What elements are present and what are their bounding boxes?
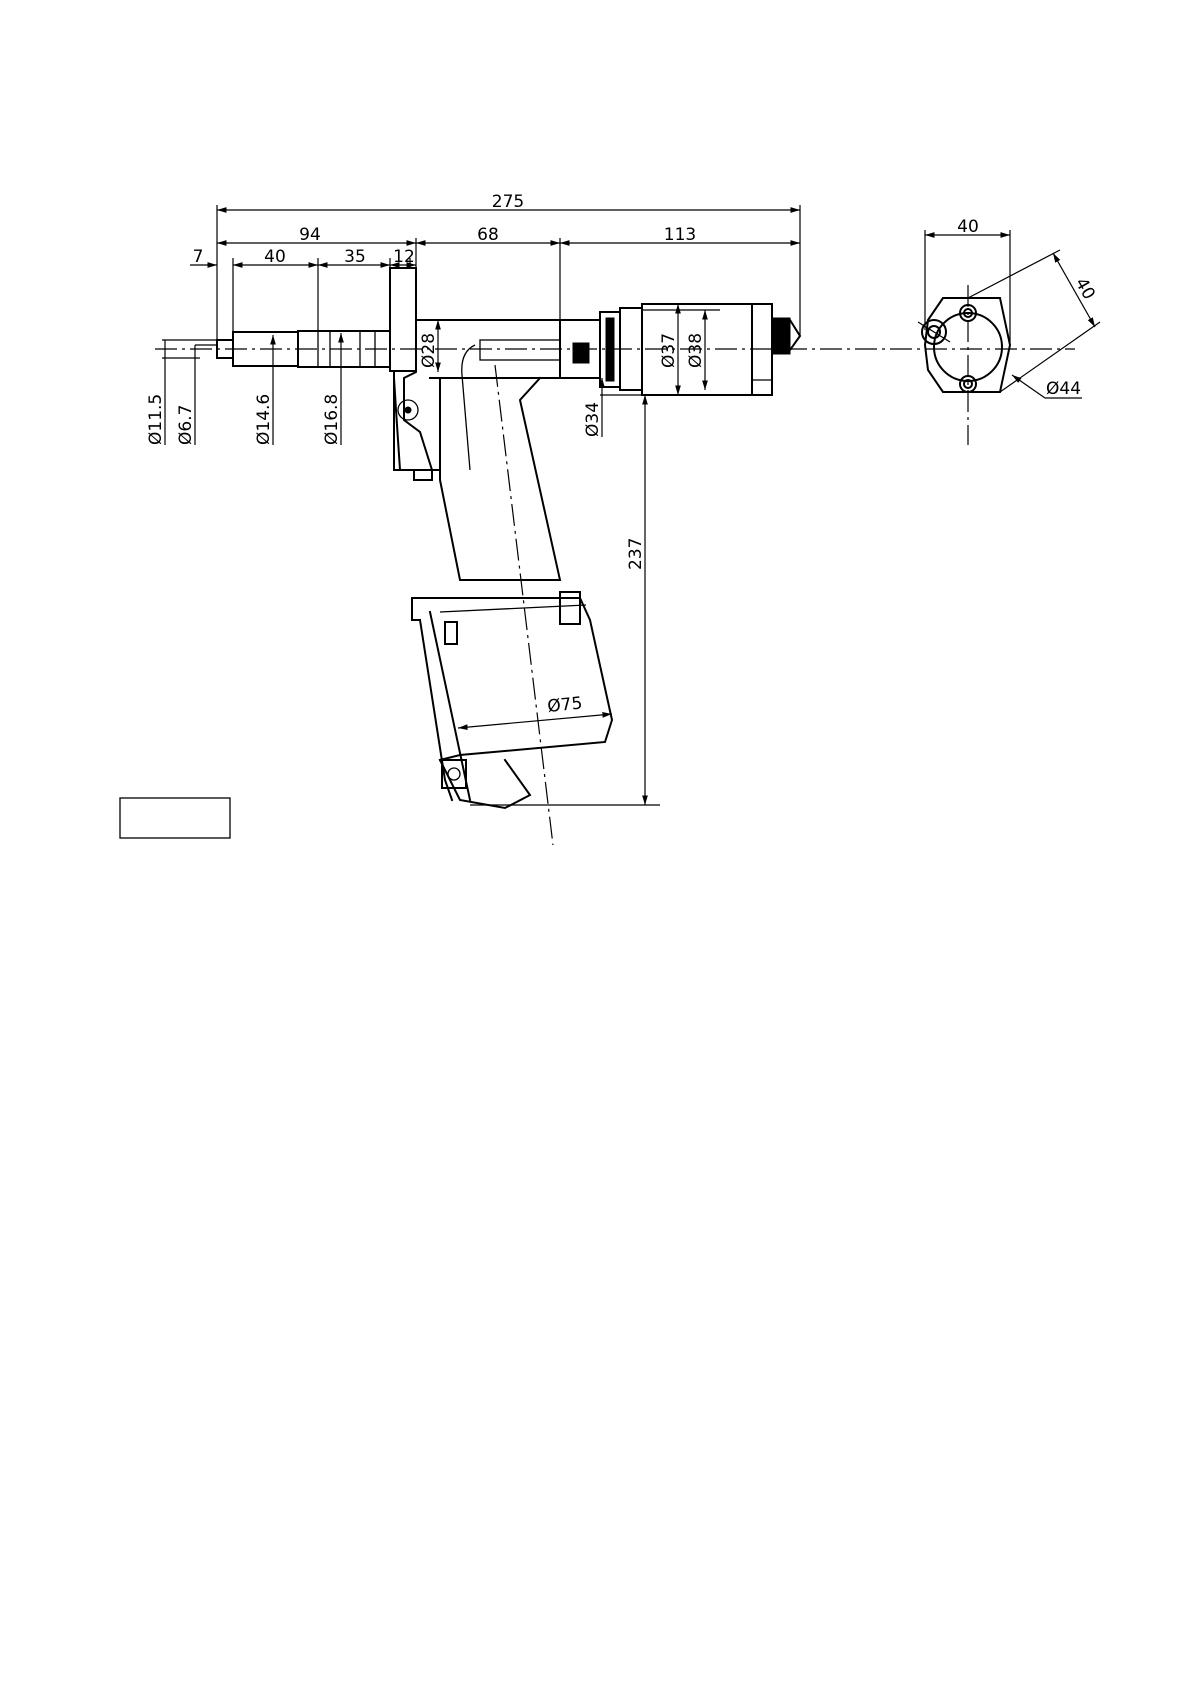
- title-box: [120, 798, 230, 838]
- dim-rear-section: 113: [664, 225, 696, 245]
- dim-dia-37: Ø37: [659, 333, 679, 368]
- dim-collar-length: 35: [344, 247, 366, 267]
- dim-dia-38: Ø38: [686, 333, 706, 368]
- dim-end-dia: Ø44: [1046, 379, 1081, 399]
- dim-dia-16-8: Ø16.8: [322, 394, 342, 445]
- dim-front-section: 94: [299, 225, 321, 245]
- dim-nose-tip: 7: [193, 247, 204, 267]
- dim-flange-length: 12: [393, 247, 415, 267]
- dim-dia-11-5: Ø11.5: [146, 394, 166, 445]
- end-view: 40 40 Ø44: [918, 217, 1100, 399]
- dim-height: 237: [626, 538, 646, 570]
- dim-end-width: 40: [957, 217, 979, 237]
- dim-dia-14-6: Ø14.6: [254, 394, 274, 445]
- dim-dia-34: Ø34: [583, 402, 603, 437]
- center-lines: [155, 285, 1075, 845]
- top-dimensions: 275 94 68 113 7 40 35 12: [190, 192, 800, 340]
- diameter-dimensions: Ø11.5 Ø6.7 Ø14.6 Ø16.8 Ø28 Ø34 Ø37 Ø38: [146, 304, 720, 445]
- dim-overall-length: 275: [492, 192, 524, 212]
- dim-cylinder-dia: Ø75: [546, 693, 583, 717]
- dim-middle-section: 68: [477, 225, 499, 245]
- dim-end-diagonal: 40: [1071, 275, 1099, 304]
- dim-dia-6-7: Ø6.7: [176, 405, 196, 445]
- height-dimension: 237: [470, 395, 660, 805]
- dim-nose-length: 40: [264, 247, 286, 267]
- dim-bore: Ø28: [419, 333, 439, 368]
